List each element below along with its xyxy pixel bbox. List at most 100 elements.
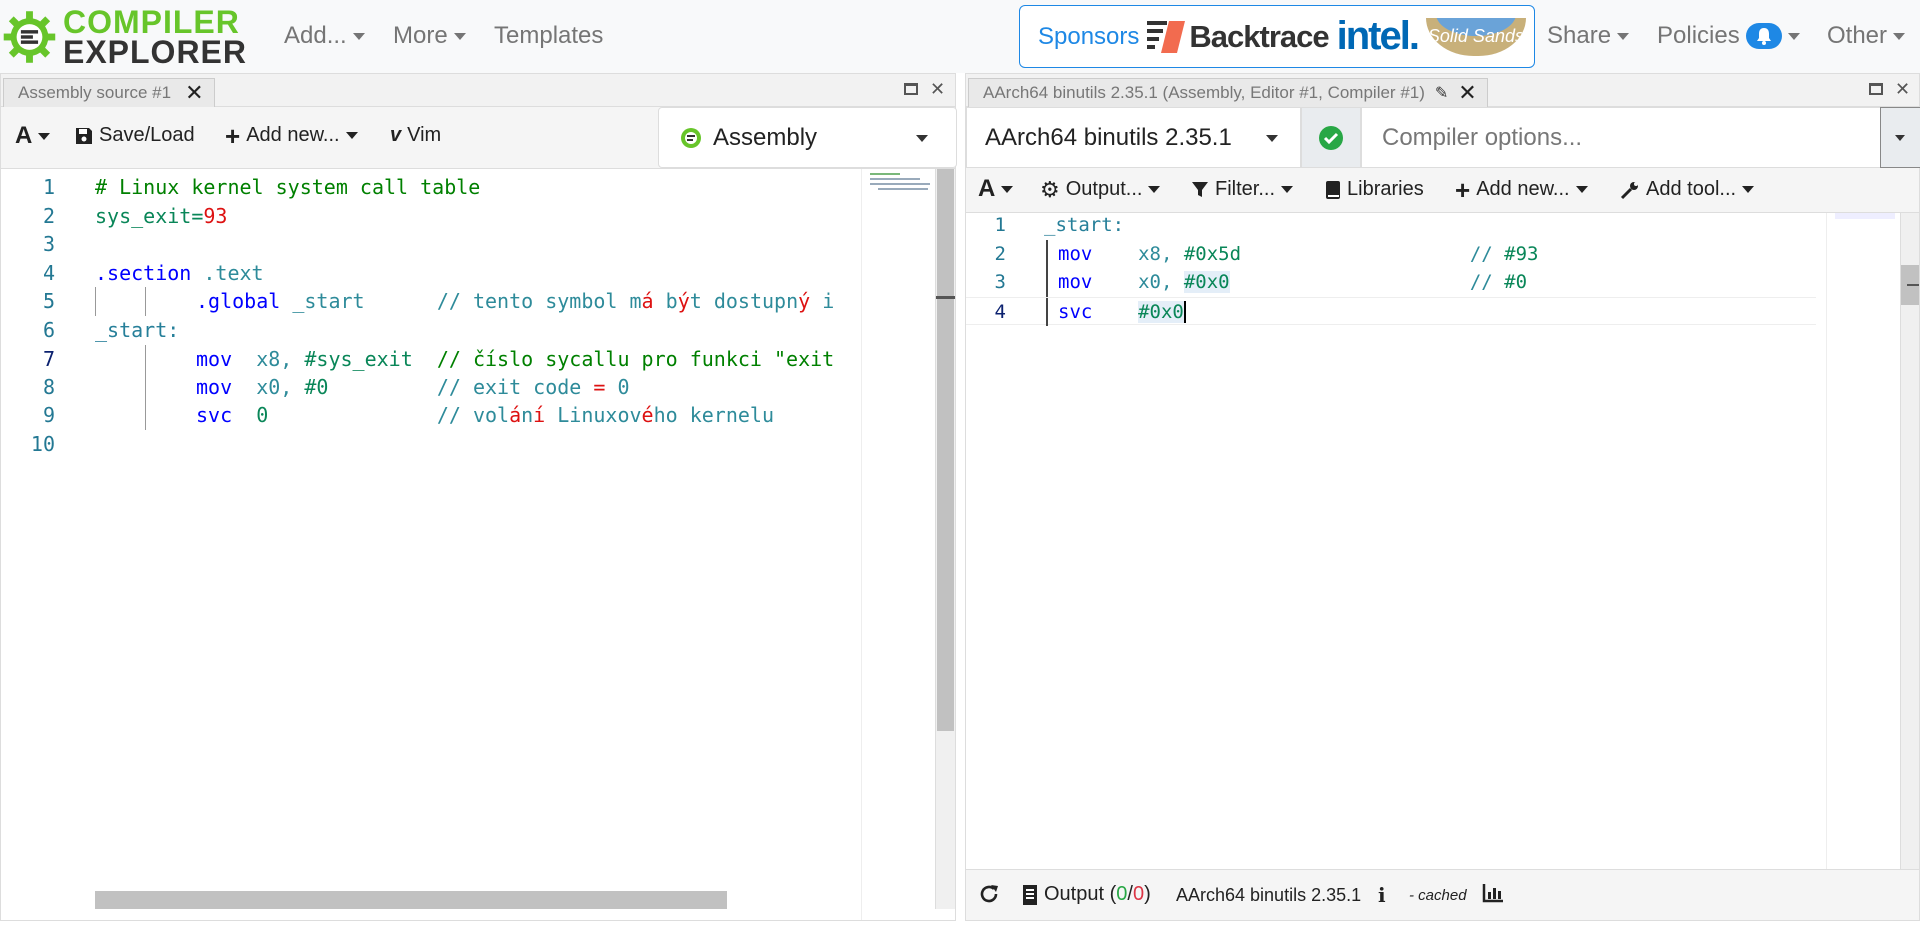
code-token: 0 (232, 403, 269, 427)
source-vertical-scrollbar[interactable] (935, 169, 955, 909)
code-text: mov x0, #0 // exit code = 0 (196, 373, 630, 402)
close-icon[interactable]: ✕ (1458, 80, 1477, 105)
code-line: 1_start: (966, 213, 1816, 240)
sponsor-backtrace-logo[interactable]: Backtrace (1147, 19, 1330, 55)
code-token: b (653, 289, 678, 313)
libraries-button[interactable]: Libraries (1325, 178, 1424, 201)
gear-icon: ⚙ (1040, 176, 1060, 202)
add-tool-button[interactable]: Add tool... (1620, 178, 1755, 201)
source-tab-title: Assembly source #1 (18, 83, 172, 102)
line-number: 1 (994, 214, 1006, 236)
compiler-tabbar: AArch64 binutils 2.35.1 (Assembly, Edito… (966, 74, 1919, 107)
recompile-button[interactable] (978, 883, 1000, 905)
nav-share-menu[interactable]: Share (1547, 22, 1630, 50)
line-number: 3 (42, 232, 55, 256)
cached-status: - cached (1409, 887, 1467, 904)
code-token: #0x0 (1138, 300, 1184, 323)
pencil-icon[interactable]: ✎ (1434, 85, 1449, 102)
language-value: Assembly (713, 123, 818, 151)
close-icon[interactable]: ✕ (185, 80, 204, 105)
floppy-icon (76, 127, 92, 144)
add-new-button[interactable]: + Add new... (225, 120, 358, 151)
font-size-button[interactable]: A (978, 175, 1014, 203)
output-menu-button[interactable]: ⚙ Output... (1040, 176, 1161, 202)
chart-icon[interactable] (1482, 883, 1504, 903)
compile-status[interactable] (1301, 107, 1361, 168)
compiler-explorer-logo[interactable]: COMPILER EXPLORER (2, 2, 247, 72)
nav-other-label: Other (1827, 22, 1888, 49)
code-token: mov (196, 347, 233, 371)
maximize-icon[interactable] (904, 83, 918, 95)
line-number: 4 (994, 300, 1006, 323)
asm-vertical-scrollbar[interactable] (1900, 213, 1919, 871)
output-pane-button[interactable]: Output (0/0) (1022, 883, 1151, 906)
chevron-down-icon (1895, 135, 1905, 141)
code-token: svc (1058, 300, 1093, 323)
code-text: mov x0, #0x0 // #0 (1058, 268, 1527, 297)
plus-icon: + (225, 120, 241, 151)
language-select[interactable]: Assembly (658, 107, 957, 168)
scrollbar-thumb[interactable] (937, 169, 954, 731)
code-token: // exit code (328, 374, 594, 399)
source-horizontal-scrollbar[interactable] (95, 891, 727, 909)
nav-add-menu[interactable]: Add... (284, 22, 365, 50)
chevron-down-icon (1266, 135, 1278, 142)
code-token: ý (798, 289, 811, 313)
code-token: #0x0 (1183, 271, 1230, 293)
compiler-select[interactable]: AArch64 binutils 2.35.1 (966, 107, 1301, 168)
nav-templates-label: Templates (494, 22, 604, 49)
compiler-tab-title: AArch64 binutils 2.35.1 (Assembly, Edito… (983, 83, 1425, 102)
sponsor-intel-logo[interactable]: intel. (1336, 14, 1420, 58)
indent-guide (1046, 268, 1048, 297)
code-token: // vol (268, 403, 510, 427)
vim-icon: v (390, 124, 402, 146)
vim-toggle-button[interactable]: v Vim (390, 124, 441, 147)
code-text: mov x8, #sys_exit // číslo sycallu pro f… (196, 345, 834, 374)
source-tabbar: Assembly source #1 ✕ ✕ (1, 74, 955, 107)
compiler-options-placeholder: Compiler options... (1382, 123, 1583, 151)
line-number: 3 (994, 271, 1006, 293)
close-pane-icon[interactable]: ✕ (930, 79, 946, 99)
code-text: # Linux kernel system call table (95, 175, 481, 199)
add-new-button[interactable]: + Add new... (1455, 177, 1588, 203)
line-number: 4 (42, 260, 55, 285)
output-error-count: 0 (1132, 883, 1145, 905)
add-new-label: Add new... (246, 124, 340, 146)
receipt-icon (1023, 884, 1037, 905)
libraries-label: Libraries (1347, 178, 1424, 200)
pane-window-controls: ✕ (1869, 79, 1910, 100)
compiler-tab[interactable]: AArch64 binutils 2.35.1 (Assembly, Edito… (968, 78, 1488, 107)
info-icon[interactable]: i (1378, 883, 1386, 907)
code-token: á (641, 289, 654, 313)
source-tab[interactable]: Assembly source #1 ✕ (3, 78, 215, 107)
font-icon: A (978, 175, 996, 202)
nav-other-menu[interactable]: Other (1827, 22, 1906, 50)
save-load-label: Save/Load (99, 124, 195, 146)
filter-menu-button[interactable]: Filter... (1191, 178, 1294, 201)
nav-templates-link[interactable]: Templates (494, 22, 603, 50)
sponsors-box[interactable]: Sponsors Backtrace intel. Solid Sands (1019, 5, 1535, 68)
compiler-row: AArch64 binutils 2.35.1 Compiler options… (966, 107, 1920, 168)
code-token: // (1229, 271, 1505, 293)
code-token: ý (677, 289, 690, 313)
line-number: 1 (42, 175, 55, 199)
source-minimap[interactable] (861, 169, 935, 920)
add-tool-label: Add tool... (1646, 178, 1737, 200)
asm-minimap[interactable] (1826, 213, 1900, 871)
nav-policies-menu[interactable]: Policies (1657, 22, 1800, 50)
compiler-options-input[interactable]: Compiler options... (1361, 107, 1887, 168)
code-token: sys_exit= (95, 203, 204, 228)
close-pane-icon[interactable]: ✕ (1895, 79, 1911, 99)
font-size-button[interactable]: A (15, 122, 51, 150)
sponsor-solidsands-logo[interactable]: Solid Sands (1425, 17, 1526, 56)
compiler-options-dropdown[interactable] (1880, 107, 1920, 168)
code-token: t dostupn (689, 289, 799, 313)
save-load-button[interactable]: Save/Load (75, 124, 195, 147)
nav-more-menu[interactable]: More (393, 22, 466, 50)
code-token: // číslo sycallu pro funkci "exit (412, 347, 835, 371)
maximize-icon[interactable] (1869, 83, 1883, 95)
line-number: 10 (30, 431, 55, 456)
nav-policies-label: Policies (1657, 22, 1740, 49)
